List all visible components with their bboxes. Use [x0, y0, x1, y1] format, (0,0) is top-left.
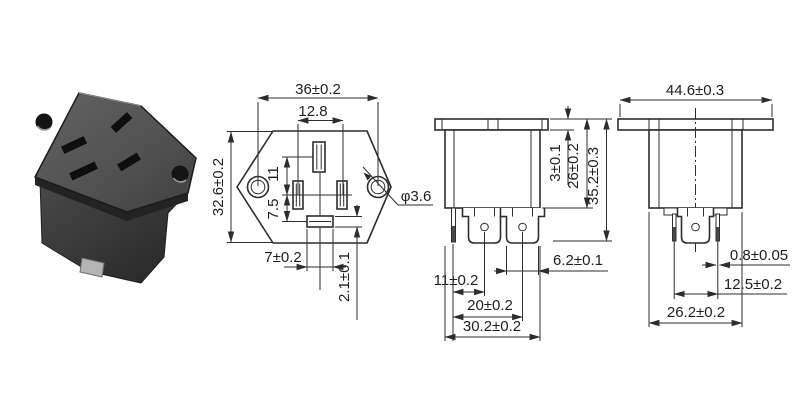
end-view: 44.6±0.3 0.8±0.05 12.5±0.2 26.2±0.2	[617, 82, 790, 327]
side-dim-pin-to-tab2-label: 20±0.2	[467, 297, 513, 314]
photo-flange-edge	[35, 177, 188, 221]
front-dim-slot-pitch: 12.8	[297, 103, 344, 195]
end-pin-left	[672, 213, 677, 242]
photo-slot-bottom	[69, 161, 98, 181]
end-dim-body-width: 26.2±0.2	[648, 212, 743, 327]
side-dim-body-width: 30.2±0.2	[444, 246, 541, 341]
front-slot-earth	[312, 141, 326, 173]
front-dim-bottom-offset-label: 7.5	[265, 199, 282, 220]
side-dim-tab-width-label: 6.2±0.1	[553, 252, 603, 269]
front-dim-hole-diameter: φ3.6	[362, 166, 433, 206]
front-dim-flange-height: 32.6±0.2	[210, 131, 272, 243]
side-dim-pin-to-tab1-label: 11±0.2	[434, 272, 479, 289]
front-dim-hole-diameter-label: φ3.6	[401, 188, 432, 205]
front-dim-flange-height-label: 32.6±0.2	[210, 158, 227, 216]
photo-edge-highlight	[78, 92, 142, 107]
end-center-tab	[676, 208, 715, 244]
side-body	[444, 129, 541, 209]
side-flange	[434, 118, 549, 131]
end-dim-pin-pitch-label: 12.5±0.2	[724, 276, 782, 293]
front-dim-hole-pitch-label: 36±0.2	[295, 81, 341, 98]
side-dim-pin-to-tab2: 20±0.2	[452, 232, 524, 321]
front-dim-hole-pitch: 36±0.2	[257, 81, 379, 186]
photo-slot-right	[117, 152, 141, 172]
end-dim-flange-width-label: 44.6±0.3	[666, 82, 724, 99]
front-dim-slot-pitch-label: 12.8	[298, 103, 327, 120]
end-dim-body-width-label: 26.2±0.2	[667, 304, 725, 321]
front-flange-outline	[236, 130, 392, 244]
side-dim-body-width-label: 30.2±0.2	[463, 318, 521, 335]
front-dim-bottom-slot-width-label: 7±0.2	[264, 249, 301, 266]
photo-hole-glint-left	[36, 125, 51, 131]
photo-slot-left	[60, 136, 88, 154]
side-dim-total-depth-label: 35.2±0.3	[585, 147, 602, 205]
side-view: 6.2±0.1 11±0.2 20±0.2 30.2±0.2 3	[434, 106, 612, 341]
photo-bottom-metal-tab	[79, 257, 105, 278]
photo-mounting-hole-right	[171, 165, 189, 183]
front-slot-bottom	[306, 215, 334, 228]
front-view: 36±0.2 12.8 32.6±0.2 11 7.5	[210, 81, 433, 320]
side-dim-body-depth: 26±0.2	[542, 118, 593, 209]
leader-arrowhead	[363, 172, 372, 181]
side-dim-flange-thickness: 3±0.1	[547, 106, 612, 185]
end-pin-right	[715, 213, 720, 242]
side-thin-pin	[451, 207, 456, 243]
side-dim-flange-thickness-label: 3±0.1	[547, 144, 564, 181]
side-dim-total-depth: 35.2±0.3	[553, 118, 612, 242]
end-dim-pin-thickness-label: 0.8±0.05	[730, 247, 788, 264]
end-dim-flange-width: 44.6±0.3	[619, 82, 773, 117]
end-dim-pin-pitch: 12.5±0.2	[673, 241, 787, 299]
front-dim-bottom-slot-height: 2.1±0.1	[335, 205, 362, 320]
front-dim-bottom-slot-width: 7±0.2	[264, 229, 346, 271]
front-dim-earth-offset-label: 11	[265, 166, 282, 182]
side-dim-body-depth-label: 26±0.2	[565, 143, 582, 189]
product-photo	[34, 92, 197, 284]
front-dim-bottom-slot-height-label: 2.1±0.1	[336, 252, 353, 302]
front-dim-earth-offset: 11	[265, 156, 352, 222]
side-dim-tab-width: 6.2±0.1	[494, 246, 608, 275]
photo-hole-glint-right	[172, 177, 187, 183]
photo-mounting-hole-left	[35, 113, 53, 131]
photo-slot-top	[110, 112, 133, 133]
front-dim-bottom-offset: 7.5	[265, 194, 291, 223]
